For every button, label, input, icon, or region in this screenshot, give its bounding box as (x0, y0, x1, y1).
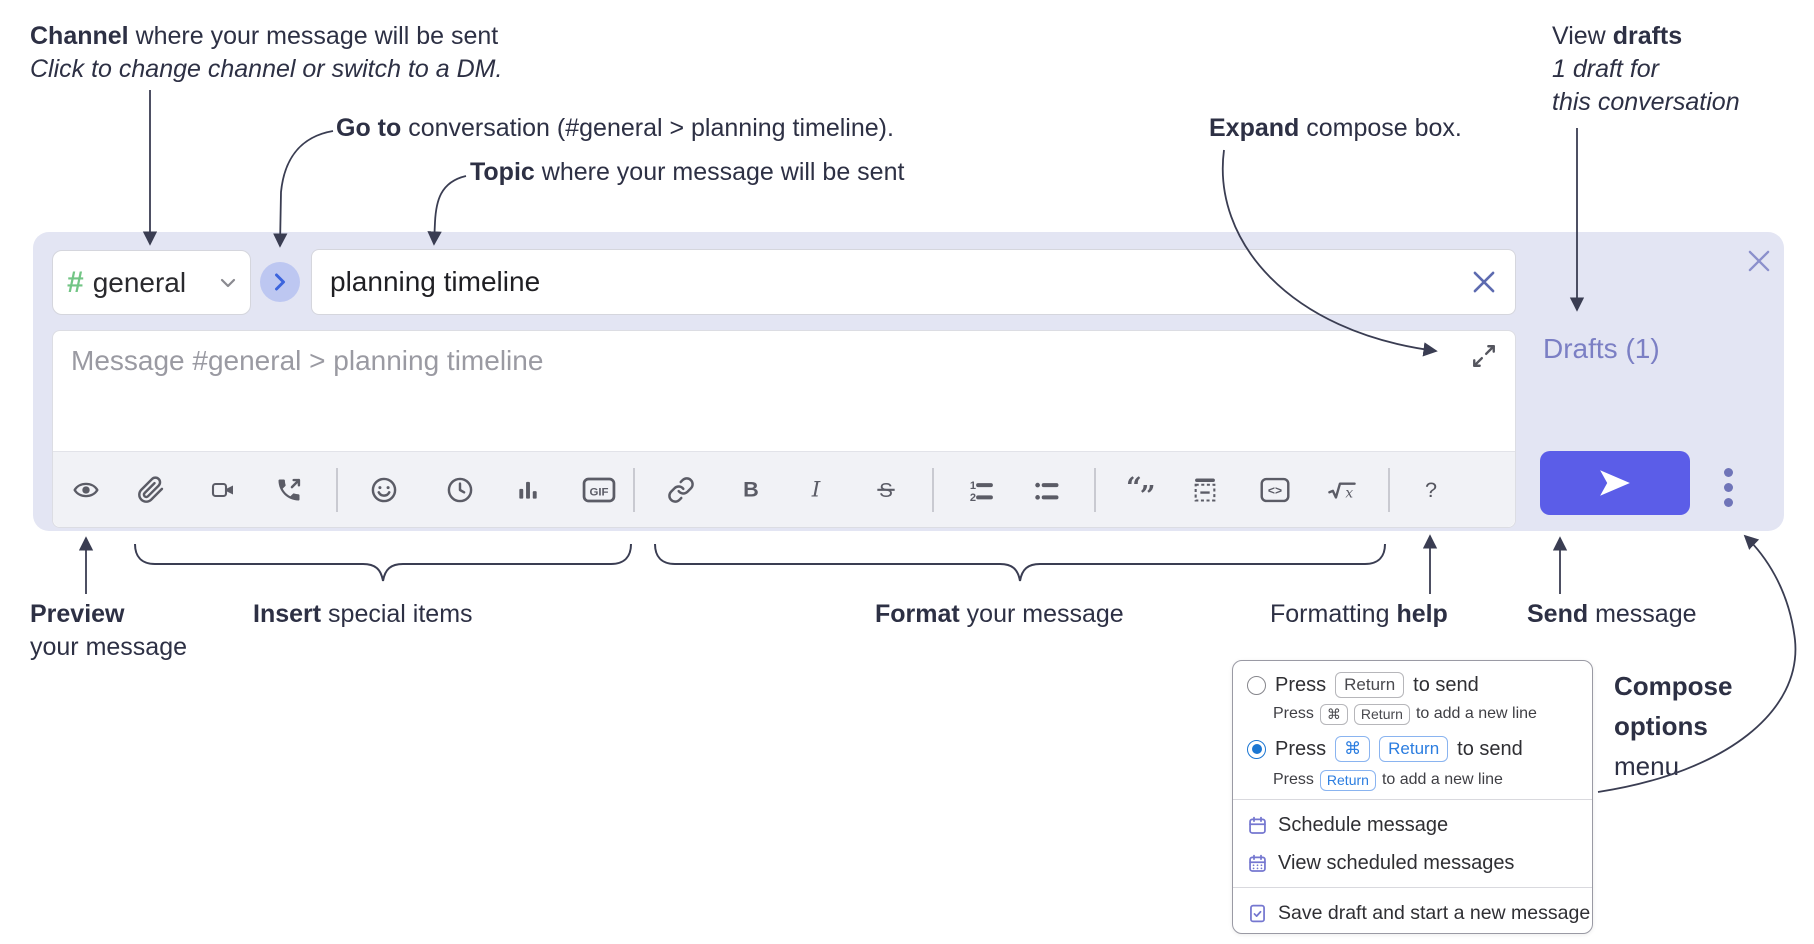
video-call-icon[interactable] (201, 468, 245, 512)
goto-pointer-line (273, 130, 334, 248)
popup-divider (1233, 799, 1592, 800)
calendar-grid-icon (1249, 854, 1266, 872)
channel-name: general (92, 266, 187, 298)
clear-topic-icon[interactable] (1471, 269, 1497, 295)
popup-divider (1233, 887, 1592, 888)
channel-hash-icon: # (67, 265, 84, 299)
toolbar-divider (932, 468, 934, 512)
svg-text:GIF: GIF (589, 486, 608, 498)
menu-item-schedule-message[interactable]: Schedule message (1247, 807, 1448, 843)
bold-icon[interactable]: B (729, 468, 773, 512)
option-return-sub: Press ⌘ Return to add a new line (1273, 703, 1537, 725)
drafts-link[interactable]: Drafts (1) (1543, 333, 1660, 364)
format-brace (654, 543, 1386, 582)
key-cmd: ⌘ (1319, 703, 1348, 725)
goto-conversation-button[interactable] (260, 262, 300, 302)
channel-selector[interactable]: # general (52, 250, 251, 315)
message-input[interactable]: Message #general > planning timeline GIF… (52, 330, 1516, 528)
annotation-channel-bold: Channel (30, 22, 129, 50)
poll-icon[interactable] (506, 468, 550, 512)
menu-item-view-scheduled[interactable]: View scheduled messages (1247, 845, 1514, 881)
toolbar-divider (336, 468, 338, 512)
strikethrough-icon[interactable]: S (864, 468, 908, 512)
italic-icon[interactable]: I (794, 468, 838, 512)
topic-value: planning timeline (330, 266, 541, 297)
svg-text:2: 2 (970, 492, 976, 504)
annotation-topic: Topic where your message will be sent (470, 158, 905, 186)
code-icon[interactable]: <> (1253, 468, 1297, 512)
close-compose-icon[interactable] (1746, 248, 1772, 274)
chevron-right-icon (275, 273, 285, 291)
annotation-goto: Go to conversation (#general > planning … (336, 114, 894, 142)
send-plane-icon (1600, 470, 1630, 496)
topic-input[interactable]: planning timeline (311, 249, 1516, 315)
compose-options-popup: Press Return to send Press ⌘ Return to a… (1232, 660, 1593, 934)
annotation-channel-subtitle: Click to change channel or switch to a D… (30, 55, 503, 83)
toolbar-divider (633, 468, 635, 512)
compose-box: # general planning timeline Message #gen… (33, 232, 1784, 531)
ellipsis-icon (1723, 467, 1733, 477)
math-icon[interactable]: x (1320, 468, 1364, 512)
compose-options-button[interactable] (1715, 459, 1741, 515)
spoiler-icon[interactable] (1183, 468, 1227, 512)
key-return: Return (1335, 672, 1405, 698)
emoji-icon[interactable] (362, 468, 406, 512)
time-icon[interactable] (438, 468, 482, 512)
option-cmd-return-to-send[interactable]: Press ⌘ Return to send (1247, 733, 1523, 765)
gif-icon[interactable]: GIF (577, 468, 621, 512)
key-return: Return (1379, 736, 1449, 762)
quote-icon[interactable]: “” (1119, 468, 1163, 512)
svg-text:“: “ (1126, 471, 1142, 503)
annotation-compose-options: Compose options menu (1614, 671, 1733, 781)
option-return-to-send[interactable]: Press Return to send (1247, 671, 1479, 699)
annotation-expand: Expand compose box. (1209, 114, 1462, 142)
toolbar-divider (1094, 468, 1096, 512)
svg-text:?: ? (1425, 477, 1437, 502)
voice-call-icon[interactable] (267, 468, 311, 512)
save-draft-icon (1250, 904, 1265, 922)
key-cmd: ⌘ (1335, 736, 1371, 762)
calendar-icon (1249, 816, 1266, 834)
send-button[interactable] (1540, 451, 1690, 515)
chevron-down-icon (220, 278, 236, 288)
annotation-send: Send message (1527, 600, 1697, 628)
toolbar-divider (1388, 468, 1390, 512)
radio-unselected[interactable] (1247, 675, 1266, 695)
compose-toolbar: GIF B I S 12 “” <> x? (53, 451, 1515, 527)
menu-item-save-draft[interactable]: Save draft and start a new message (1247, 895, 1590, 931)
help-icon[interactable]: ? (1409, 468, 1453, 512)
link-icon[interactable] (659, 468, 703, 512)
key-return: Return (1353, 703, 1410, 725)
svg-text:x: x (1345, 485, 1353, 501)
annotation-insert: Insert special items (253, 600, 473, 628)
key-return: Return (1319, 769, 1376, 791)
svg-text:1: 1 (970, 480, 976, 492)
svg-text:<>: <> (1268, 484, 1282, 498)
svg-text:I: I (811, 478, 821, 503)
annotation-preview: Preview your message (30, 600, 188, 661)
svg-text:B: B (743, 477, 759, 502)
annotation-formatting-help: Formatting help (1270, 600, 1448, 628)
bulleted-list-icon[interactable] (1024, 468, 1068, 512)
expand-compose-icon[interactable] (1471, 343, 1499, 371)
preview-icon[interactable] (64, 468, 108, 512)
attach-file-icon[interactable] (129, 468, 173, 512)
svg-text:”: ” (1140, 480, 1156, 512)
message-placeholder: Message #general > planning timeline (71, 345, 544, 376)
annotation-view-drafts: View drafts 1 draft for this conversatio… (1552, 22, 1740, 116)
insert-brace (134, 543, 632, 582)
annotation-channel: Channel where your message will be sent … (30, 20, 502, 86)
option-cmd-return-sub: Press Return to add a new line (1273, 769, 1503, 791)
annotation-format: Format your message (875, 600, 1124, 628)
radio-selected[interactable] (1247, 739, 1266, 759)
